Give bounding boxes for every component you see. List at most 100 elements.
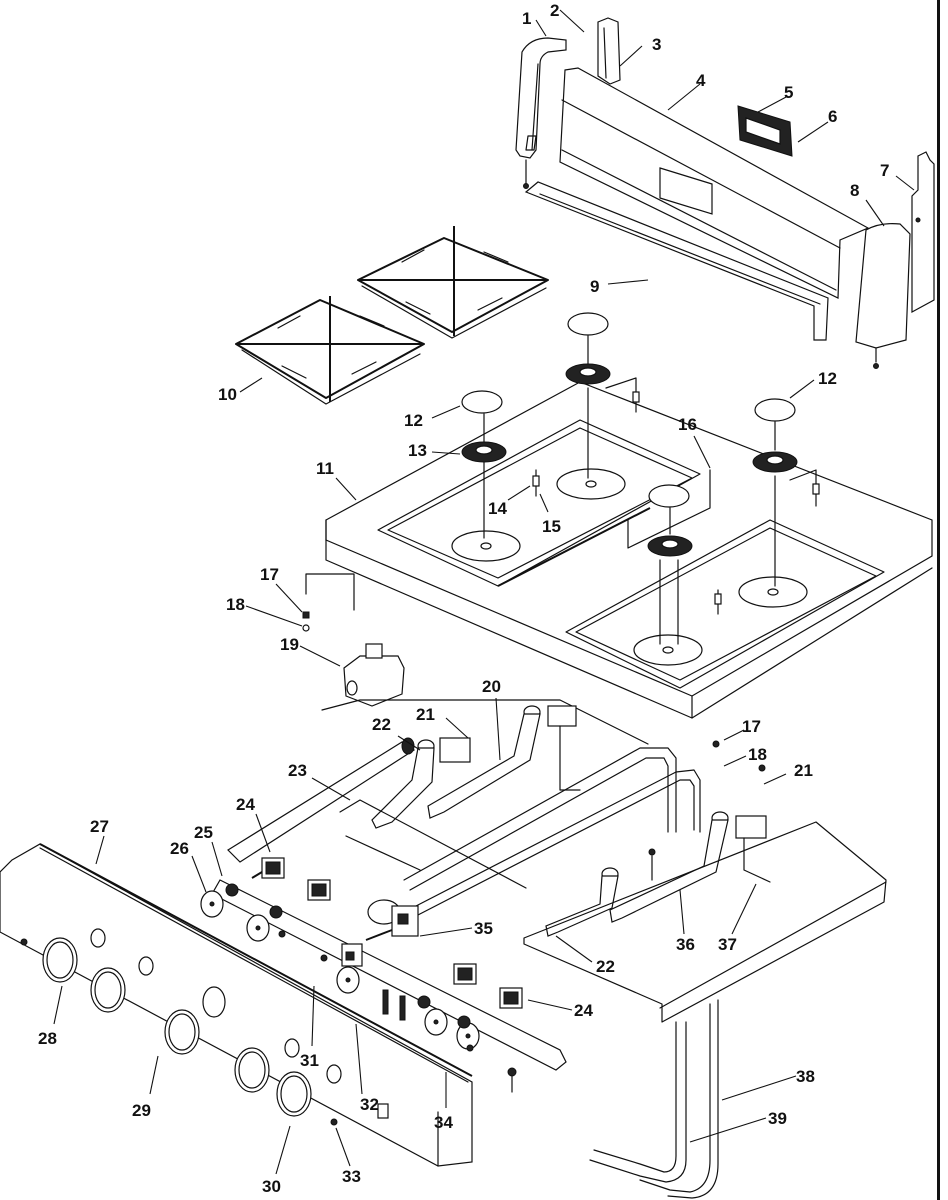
callout-25[interactable]: 25 bbox=[194, 823, 223, 877]
svg-text:29: 29 bbox=[132, 1101, 151, 1120]
callout-21a[interactable]: 21 bbox=[416, 705, 469, 739]
burner-head bbox=[647, 535, 693, 557]
svg-text:16: 16 bbox=[678, 415, 697, 434]
callout-21b[interactable]: 21 bbox=[763, 761, 813, 785]
burner-head bbox=[752, 451, 798, 473]
callout-17b[interactable]: 17 bbox=[723, 717, 761, 741]
svg-text:39: 39 bbox=[768, 1109, 787, 1128]
callout-19[interactable]: 19 bbox=[280, 635, 341, 667]
callout-12a[interactable]: 12 bbox=[404, 405, 461, 430]
callout-28[interactable]: 28 bbox=[38, 985, 63, 1048]
svg-text:7: 7 bbox=[880, 161, 889, 180]
burner-grate-right bbox=[357, 226, 549, 339]
svg-text:2: 2 bbox=[550, 1, 559, 20]
callout-22b[interactable]: 22 bbox=[555, 935, 615, 976]
svg-text:11: 11 bbox=[316, 459, 334, 478]
callout-20[interactable]: 20 bbox=[482, 677, 501, 761]
spark-igniter bbox=[532, 469, 540, 497]
callout-7[interactable]: 7 bbox=[880, 161, 915, 191]
callout-36[interactable]: 36 bbox=[676, 889, 695, 954]
callout-33[interactable]: 33 bbox=[335, 1127, 361, 1186]
svg-text:22: 22 bbox=[372, 715, 391, 734]
svg-text:15: 15 bbox=[542, 517, 561, 536]
small-screws bbox=[278, 740, 766, 1093]
callout-22a[interactable]: 22 bbox=[372, 715, 421, 751]
manifold-pipe bbox=[227, 737, 416, 863]
callout-13[interactable]: 13 bbox=[408, 441, 461, 460]
callout-6[interactable]: 6 bbox=[797, 107, 837, 143]
callout-32[interactable]: 32 bbox=[355, 1023, 379, 1114]
callout-26[interactable]: 26 bbox=[170, 839, 207, 893]
burner-cap bbox=[648, 484, 690, 645]
svg-text:18: 18 bbox=[748, 745, 767, 764]
svg-text:31: 31 bbox=[300, 1051, 319, 1070]
burner-tube bbox=[371, 737, 471, 829]
callout-39[interactable]: 39 bbox=[689, 1109, 787, 1143]
burner-cap bbox=[754, 398, 796, 587]
svg-text:6: 6 bbox=[828, 107, 837, 126]
callout-11[interactable]: 11 bbox=[316, 459, 357, 501]
knobs bbox=[42, 937, 312, 1117]
svg-text:18: 18 bbox=[226, 595, 245, 614]
callout-8[interactable]: 8 bbox=[850, 181, 885, 227]
clock-timer-control bbox=[737, 105, 793, 157]
callout-31[interactable]: 31 bbox=[300, 985, 319, 1070]
callout-27[interactable]: 27 bbox=[90, 817, 109, 865]
callout-2[interactable]: 2 bbox=[550, 1, 585, 33]
svg-text:38: 38 bbox=[796, 1067, 815, 1086]
callout-17a[interactable]: 17 bbox=[260, 565, 303, 613]
callout-24a[interactable]: 24 bbox=[236, 795, 271, 853]
svg-text:13: 13 bbox=[408, 441, 427, 460]
svg-text:8: 8 bbox=[850, 181, 859, 200]
callout-29[interactable]: 29 bbox=[132, 1055, 159, 1120]
callout-37[interactable]: 37 bbox=[718, 883, 757, 954]
callout-16[interactable]: 16 bbox=[678, 415, 711, 469]
svg-text:24: 24 bbox=[236, 795, 255, 814]
cooktop bbox=[325, 381, 933, 719]
backguard-bracket bbox=[597, 17, 621, 85]
backguard-trim bbox=[524, 181, 829, 341]
callout-15[interactable]: 15 bbox=[539, 493, 561, 536]
svg-text:12: 12 bbox=[404, 411, 423, 430]
callout-35[interactable]: 35 bbox=[419, 919, 493, 938]
svg-text:21: 21 bbox=[794, 761, 813, 780]
svg-text:33: 33 bbox=[342, 1167, 361, 1186]
svg-text:27: 27 bbox=[90, 817, 109, 836]
switches bbox=[225, 883, 471, 1029]
callout-14[interactable]: 14 bbox=[488, 485, 531, 518]
callout-12b[interactable]: 12 bbox=[789, 369, 837, 399]
callout-24b[interactable]: 24 bbox=[527, 999, 593, 1020]
svg-text:30: 30 bbox=[262, 1177, 281, 1196]
svg-text:17: 17 bbox=[742, 717, 761, 736]
svg-text:19: 19 bbox=[280, 635, 299, 654]
burner-tube bbox=[545, 867, 619, 937]
burner-head bbox=[461, 441, 507, 463]
svg-text:25: 25 bbox=[194, 823, 213, 842]
diagram-frame-border bbox=[937, 0, 940, 1200]
burner-valve bbox=[453, 963, 477, 985]
panel-indicator-rings bbox=[90, 928, 342, 1084]
callout-30[interactable]: 30 bbox=[262, 1125, 291, 1196]
spark-igniter bbox=[605, 377, 640, 413]
callout-18b[interactable]: 18 bbox=[723, 745, 767, 767]
backguard-end-cap-right bbox=[855, 223, 911, 369]
callout-38[interactable]: 38 bbox=[721, 1067, 815, 1101]
oven-gas-tube bbox=[403, 747, 701, 917]
spark-igniter bbox=[627, 469, 722, 615]
backguard-panel bbox=[559, 67, 870, 299]
svg-text:3: 3 bbox=[652, 35, 661, 54]
callout-23[interactable]: 23 bbox=[288, 761, 351, 801]
callout-1[interactable]: 1 bbox=[522, 9, 547, 37]
svg-text:1: 1 bbox=[522, 9, 531, 28]
callout-18a[interactable]: 18 bbox=[226, 595, 303, 627]
callout-10[interactable]: 10 bbox=[218, 377, 263, 404]
callout-34[interactable]: 34 bbox=[434, 1072, 453, 1132]
callout-5[interactable]: 5 bbox=[757, 83, 793, 113]
callout-4[interactable]: 4 bbox=[667, 71, 706, 111]
callout-9[interactable]: 9 bbox=[590, 277, 649, 296]
svg-text:23: 23 bbox=[288, 761, 307, 780]
burner-box-shelf bbox=[339, 799, 887, 1023]
svg-text:14: 14 bbox=[488, 499, 507, 518]
callout-3[interactable]: 3 bbox=[619, 35, 661, 67]
